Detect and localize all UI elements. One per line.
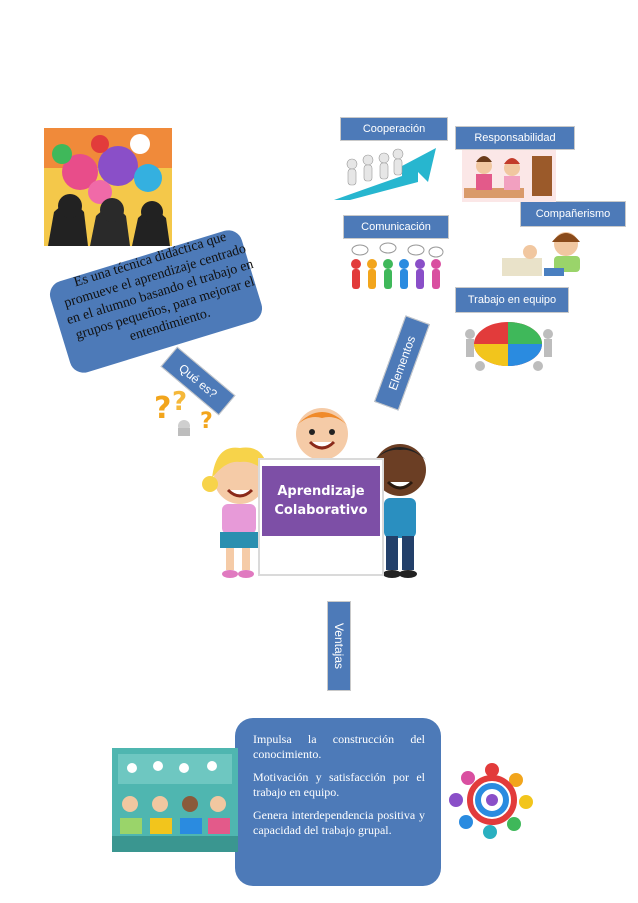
companerismo-label: Compañerismo bbox=[535, 208, 611, 220]
social-media-illustration bbox=[44, 128, 172, 246]
advantages-box: Impulsa la construcción del conocimiento… bbox=[235, 718, 441, 886]
responsabilidad-label-box: Responsabilidad bbox=[455, 126, 575, 150]
advantage-item: Motivación y satisfacción por el trabajo… bbox=[253, 770, 425, 799]
comunicacion-label: Comunicación bbox=[361, 221, 431, 233]
communication-illustration bbox=[351, 242, 444, 289]
question-marks-illustration: ? ? ? bbox=[154, 387, 213, 436]
teamwork-puzzle-illustration bbox=[465, 322, 553, 371]
advantage-item: Impulsa la construcción del conocimiento… bbox=[253, 732, 425, 761]
elementos-label: Elementos bbox=[385, 333, 419, 393]
companionship-illustration bbox=[502, 232, 580, 276]
cooperacion-label: Cooperación bbox=[362, 123, 426, 135]
svg-text:?: ? bbox=[154, 391, 171, 426]
svg-text:?: ? bbox=[172, 387, 187, 417]
ventajas-label: Ventajas bbox=[332, 622, 346, 670]
cooperation-illustration bbox=[334, 148, 436, 200]
comunicacion-label-box: Comunicación bbox=[343, 215, 449, 239]
cooperacion-label-box: Cooperación bbox=[340, 117, 448, 141]
advantage-item: Genera interdependencia positiva y capac… bbox=[253, 808, 425, 837]
trabajo-equipo-label: Trabajo en equipo bbox=[467, 294, 557, 306]
title-line1: Aprendizaje bbox=[277, 484, 365, 499]
title-line2: Colaborativo bbox=[274, 503, 368, 518]
companerismo-label-box: Compañerismo bbox=[520, 201, 626, 227]
ventajas-connector: Ventajas bbox=[327, 601, 351, 691]
title-panel: Aprendizaje Colaborativo bbox=[262, 466, 380, 536]
circle-of-people-illustration bbox=[449, 763, 533, 839]
responsabilidad-label: Responsabilidad bbox=[474, 132, 556, 144]
classroom-computers-illustration bbox=[112, 748, 238, 852]
elementos-connector: Elementos bbox=[374, 315, 430, 411]
responsibility-illustration bbox=[462, 150, 556, 202]
trabajo-equipo-label-box: Trabajo en equipo bbox=[455, 287, 569, 313]
svg-text:?: ? bbox=[200, 409, 213, 434]
